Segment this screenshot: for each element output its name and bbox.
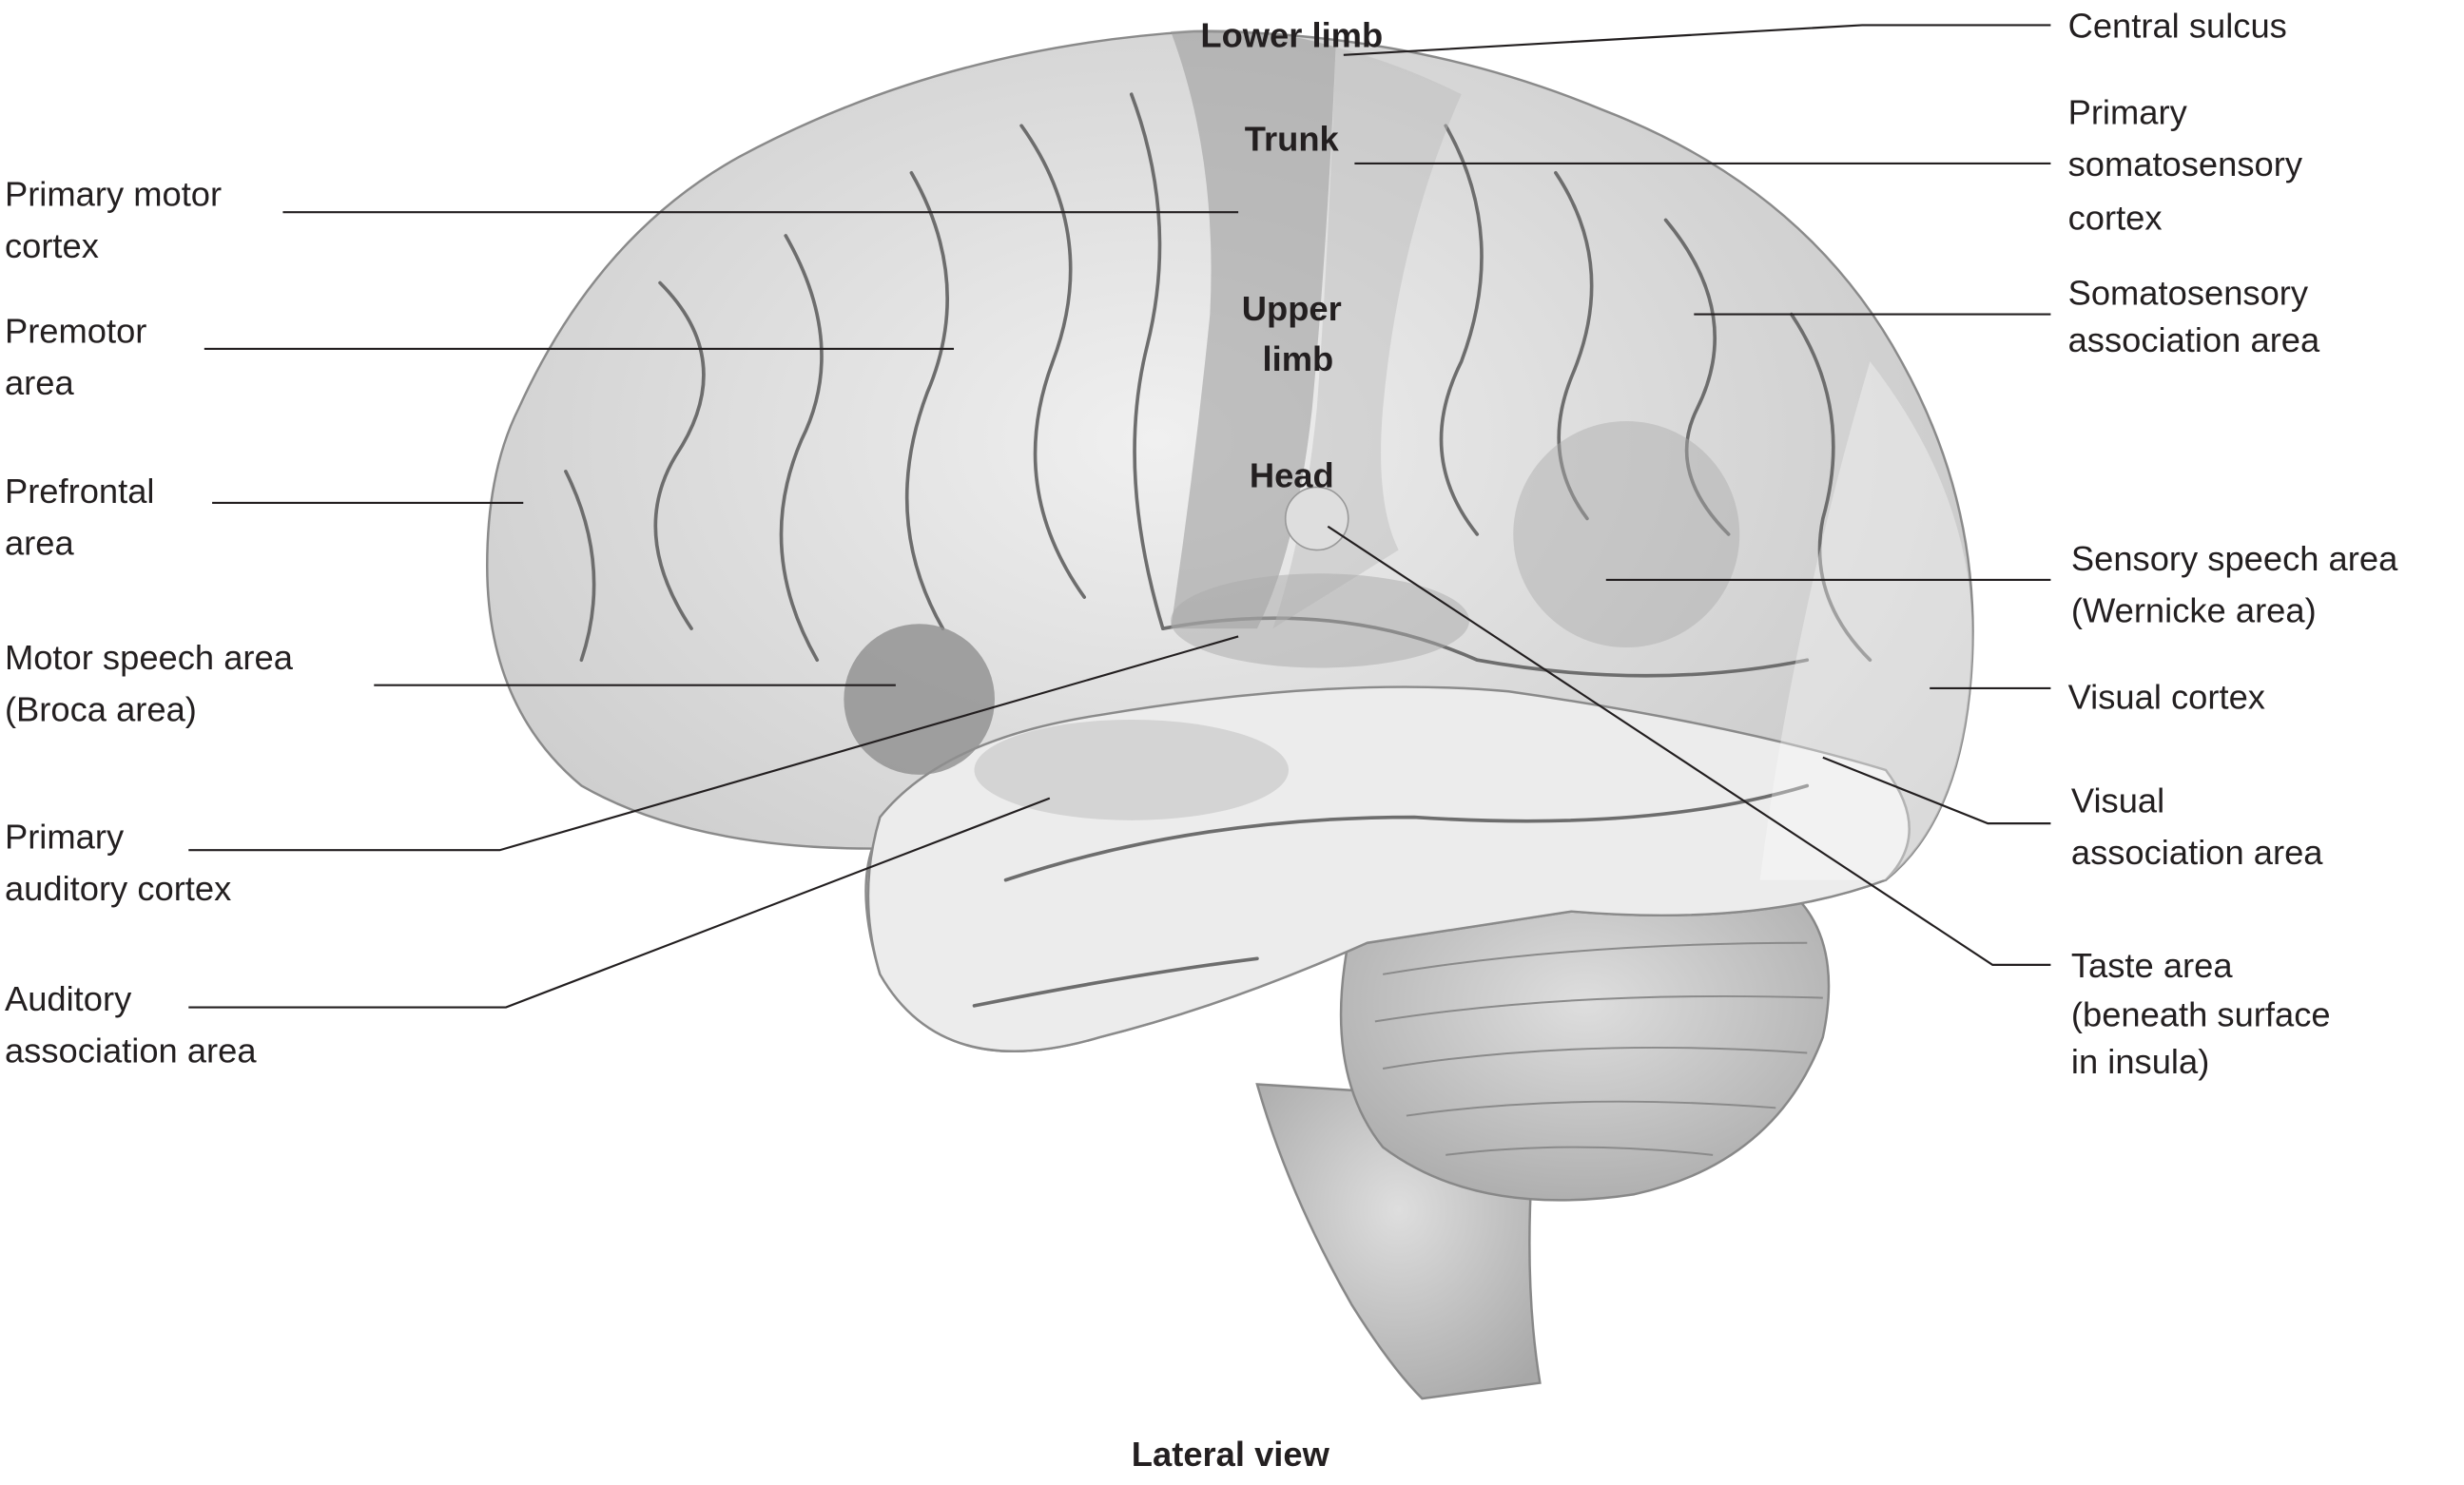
label-upper: Upper xyxy=(1242,289,1342,328)
label-auditory-association-area-2: association area xyxy=(5,1031,257,1070)
figure-caption: Lateral view xyxy=(1132,1435,1330,1474)
taste-area xyxy=(1284,486,1349,551)
leader-lines xyxy=(188,24,2051,1009)
label-visual-association: Visual xyxy=(2071,781,2164,820)
label-sensory-speech-area: Sensory speech area xyxy=(2071,539,2398,578)
label-visual-cortex: Visual cortex xyxy=(2068,677,2265,716)
left-labels: Primary motor cortex Premotor area Prefr… xyxy=(5,175,294,1070)
label-primary-motor-cortex: Primary motor xyxy=(5,175,222,214)
label-limb: limb xyxy=(1263,339,1334,378)
label-visual-association-2: association area xyxy=(2071,833,2323,872)
label-sensory-speech-area-2: (Wernicke area) xyxy=(2071,591,2317,630)
label-somatosensory-association-2: association area xyxy=(2068,320,2320,359)
wernicke-area xyxy=(1513,420,1740,647)
label-primary-somatosensory-2: somatosensory xyxy=(2068,145,2303,183)
right-labels: Central sulcus Primary somatosensory cor… xyxy=(2068,7,2398,1081)
label-taste-area: Taste area xyxy=(2071,946,2233,985)
auditory-association xyxy=(974,720,1289,820)
label-prefrontal-area: Prefrontal xyxy=(5,472,155,511)
label-prefrontal-area-2: area xyxy=(5,523,75,562)
label-motor-speech-area-2: (Broca area) xyxy=(5,690,197,729)
label-primary-auditory-cortex: Primary xyxy=(5,818,125,857)
label-taste-area-2: (beneath surface xyxy=(2071,994,2331,1033)
label-taste-area-3: in insula) xyxy=(2071,1042,2209,1081)
label-premotor-area: Premotor xyxy=(5,311,146,350)
label-primary-somatosensory-3: cortex xyxy=(2068,198,2163,237)
auditory-cortex xyxy=(1171,573,1470,668)
motor-strip xyxy=(1171,29,1336,629)
label-trunk: Trunk xyxy=(1245,120,1340,159)
label-lower-limb: Lower limb xyxy=(1200,16,1383,55)
label-premotor-area-2: area xyxy=(5,363,75,402)
visual-cortex xyxy=(1759,361,1973,880)
somatosensory-strip xyxy=(1272,47,1462,629)
label-primary-motor-cortex-2: cortex xyxy=(5,226,99,265)
label-head: Head xyxy=(1250,455,1334,494)
label-motor-speech-area: Motor speech area xyxy=(5,638,294,677)
label-primary-auditory-cortex-2: auditory cortex xyxy=(5,869,231,908)
broca-area xyxy=(844,624,995,775)
label-central-sulcus: Central sulcus xyxy=(2068,7,2287,46)
label-primary-somatosensory: Primary xyxy=(2068,93,2188,132)
label-somatosensory-association: Somatosensory xyxy=(2068,274,2309,313)
label-auditory-association-area: Auditory xyxy=(5,979,132,1018)
